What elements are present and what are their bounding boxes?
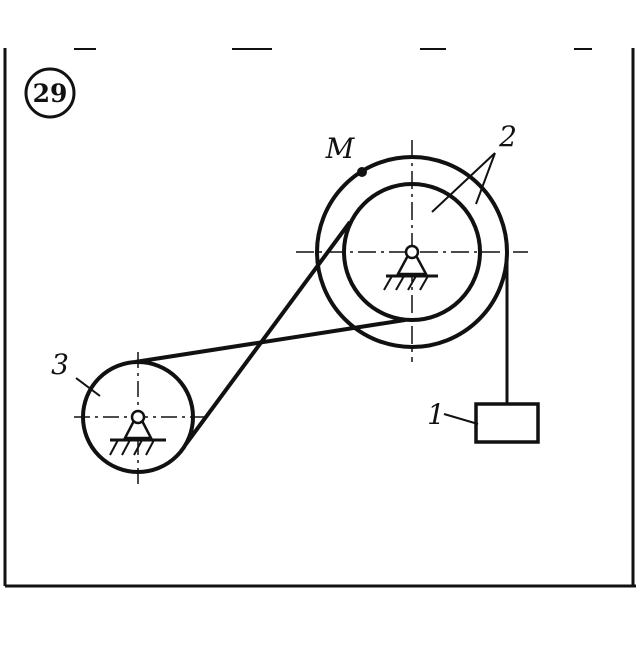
load-label: 1 bbox=[427, 398, 445, 431]
problem-number: 29 bbox=[33, 79, 68, 108]
leader-lines bbox=[75, 152, 496, 425]
load-assembly bbox=[474, 252, 540, 444]
pulley-small bbox=[74, 352, 204, 484]
pulley-large-label: 2 bbox=[498, 120, 517, 153]
crossed-belt bbox=[134, 220, 406, 446]
pulley-large-pivot-support bbox=[383, 244, 438, 291]
point-m-marker bbox=[357, 167, 367, 177]
belt-crossed-run bbox=[184, 220, 352, 446]
belt-straight-run bbox=[134, 318, 406, 364]
leader-1 bbox=[443, 413, 479, 425]
leader-2-inner bbox=[431, 152, 496, 213]
problem-number-badge: 29 bbox=[24, 67, 76, 119]
load-block bbox=[474, 402, 540, 444]
problem-number-circle bbox=[24, 67, 76, 119]
pulley-small-label: 3 bbox=[51, 348, 69, 381]
frame bbox=[3, 48, 636, 588]
point-m-label: M bbox=[325, 132, 356, 165]
leader-3 bbox=[75, 377, 101, 397]
pulley-small-pivot-support bbox=[109, 409, 166, 456]
leader-2-outer bbox=[475, 152, 496, 205]
